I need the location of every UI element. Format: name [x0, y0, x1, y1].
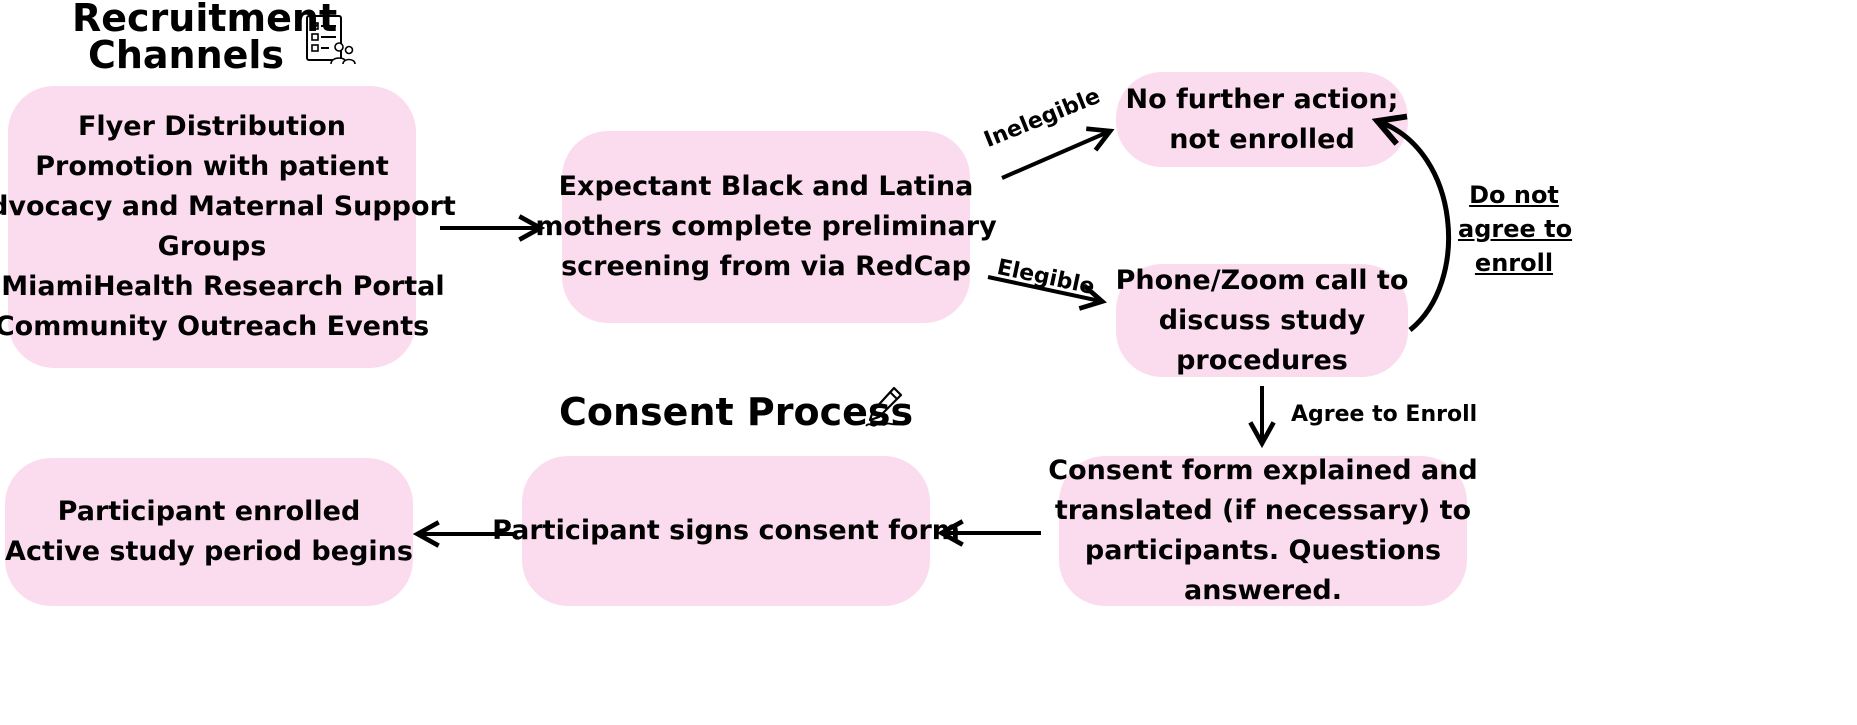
checklist-people-icon	[306, 15, 356, 65]
do-not-agree-label: Do not agree to enroll	[1458, 178, 1573, 280]
consent-heading: Consent Process	[559, 390, 913, 434]
consent-heading-text: Consent Process	[559, 390, 914, 434]
recruitment-heading-line1: Recruitment	[72, 0, 338, 40]
recruitment-heading: Recruitment Channels	[72, 0, 338, 77]
recruitment-heading-line2: Channels	[87, 33, 285, 77]
phone-call-line2: discuss study	[1158, 304, 1366, 336]
not-enrolled-box: No further action; not enrolled	[1116, 72, 1408, 167]
recruitment-channels-box: Flyer Distribution Promotion with patien…	[0, 86, 456, 368]
channel-outreach: Community Outreach Events	[0, 311, 430, 342]
consent-form-line2: translated (if necessary) to	[1054, 495, 1472, 526]
phone-call-line3: procedures	[1176, 344, 1348, 376]
arrow-screening-to-call	[987, 275, 1100, 301]
enrolled-line1: Participant enrolled	[57, 496, 361, 527]
pen-signature-icon	[865, 386, 903, 427]
arrow-call-to-not-enrolled-curve	[1380, 122, 1452, 332]
phone-call-box: Phone/Zoom call to discuss study procedu…	[1116, 264, 1408, 377]
screening-line2: mothers complete preliminary	[535, 211, 997, 242]
do-not-agree-line1: Do not	[1469, 181, 1559, 209]
channel-promotion: Promotion with patient	[35, 151, 389, 182]
screening-line3: screening from via RedCap	[561, 251, 971, 282]
channel-flyer: Flyer Distribution	[77, 111, 347, 142]
phone-call-line1: Phone/Zoom call to	[1115, 264, 1409, 296]
signs-consent-box: Participant signs consent form	[492, 456, 960, 606]
consent-form-line1: Consent form explained and	[1048, 455, 1478, 486]
screening-line1: Expectant Black and Latina	[558, 171, 974, 202]
not-enrolled-line1: No further action;	[1125, 83, 1399, 115]
consent-form-box: Consent form explained and translated (i…	[1048, 455, 1478, 606]
consent-form-line3: participants. Questions	[1084, 535, 1442, 566]
enrolled-box: Participant enrolled Active study period…	[5, 458, 413, 606]
channel-groups: Groups	[157, 231, 267, 262]
arrow-screening-to-not-enrolled	[1001, 132, 1108, 180]
channel-advocacy: Advocacy and Maternal Support	[0, 191, 456, 222]
consent-form-line4: answered.	[1184, 575, 1342, 606]
screening-box: Expectant Black and Latina mothers compl…	[535, 131, 997, 323]
do-not-agree-line2: agree to	[1458, 215, 1573, 243]
agree-to-enroll-label: Agree to Enroll	[1291, 402, 1478, 427]
channel-portal: UMiamiHealth Research Portal	[0, 271, 445, 302]
do-not-agree-line3: enroll	[1474, 249, 1554, 277]
enrolled-line2: Active study period begins	[5, 536, 413, 567]
signs-consent-line1: Participant signs consent form	[492, 515, 960, 546]
not-enrolled-line2: not enrolled	[1169, 123, 1355, 155]
